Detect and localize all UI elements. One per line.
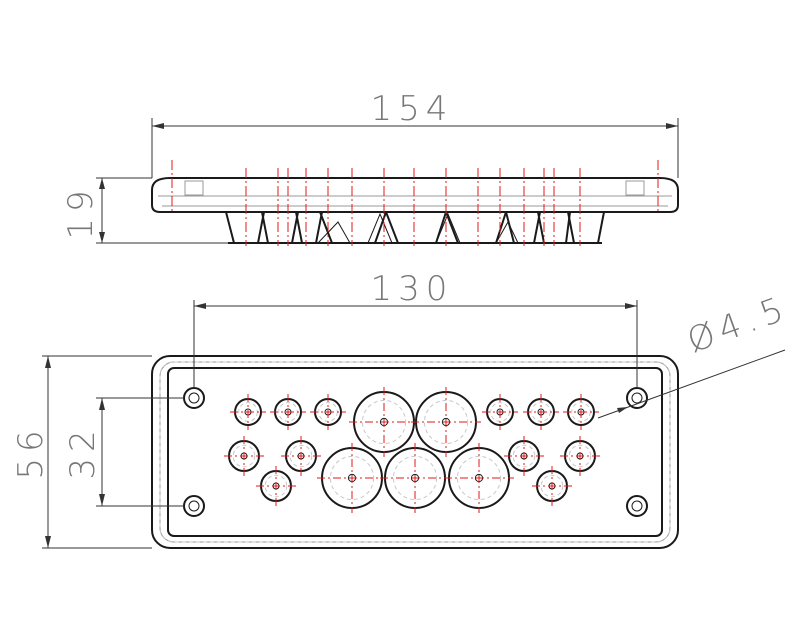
dimension-130-label: 130 <box>371 269 454 309</box>
mounting-hole <box>626 495 648 517</box>
grommet-opening <box>224 436 264 476</box>
dimension-inner-spacing: 32 <box>63 397 184 507</box>
dimension-19-label: 19 <box>61 184 101 239</box>
mounting-hole <box>183 495 205 517</box>
grommet-opening <box>270 394 306 430</box>
dimension-overall-length: 154 <box>151 89 679 178</box>
top-view-outer-plate <box>151 355 679 549</box>
grommet-opening <box>482 394 518 430</box>
dimension-hole-spacing: 130 <box>193 269 638 388</box>
top-view: 130 56 32 Ø4.5 <box>11 269 794 549</box>
dimension-side-height: 19 <box>61 177 228 244</box>
grommet-opening <box>310 394 346 430</box>
dimension-32-label: 32 <box>63 424 103 479</box>
grommet-opening <box>230 394 266 430</box>
dimension-overall-width: 56 <box>11 355 152 549</box>
dimension-56-label: 56 <box>11 424 51 479</box>
grommet-opening <box>560 436 600 476</box>
grommet-opening <box>563 394 599 430</box>
top-view-inner-plate <box>167 367 663 537</box>
grommet-opening <box>349 387 419 457</box>
grommet-opening <box>256 466 296 506</box>
grommet-opening <box>317 443 387 513</box>
mounting-hole <box>626 387 648 409</box>
side-view-flange <box>151 177 679 213</box>
side-view: 154 19 <box>61 89 679 246</box>
mounting-hole <box>183 387 205 409</box>
dimension-154-label: 154 <box>371 89 454 129</box>
grommet-opening <box>281 436 321 476</box>
grommet-opening <box>411 387 481 457</box>
grommet-opening <box>523 394 559 430</box>
side-view-grommets <box>225 211 605 244</box>
grommet-opening <box>504 436 544 476</box>
grommet-opening <box>532 466 572 506</box>
grommet-openings <box>224 387 600 513</box>
side-view-centerlines <box>171 160 659 246</box>
grommet-opening <box>380 443 450 513</box>
grommet-opening <box>444 443 514 513</box>
dimension-diameter-label: Ø4.5 <box>682 288 794 361</box>
